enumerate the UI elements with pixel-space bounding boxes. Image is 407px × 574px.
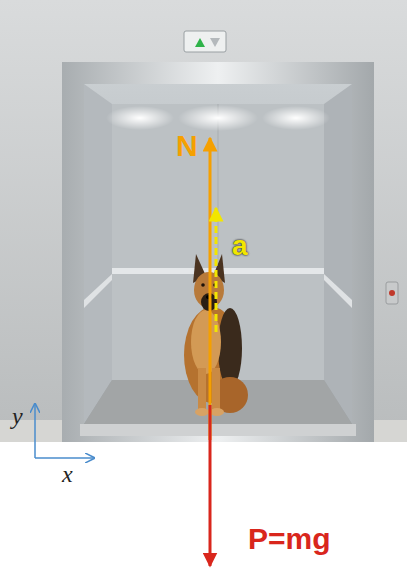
threshold (80, 424, 356, 436)
axes (35, 404, 94, 458)
indicator-panel (184, 31, 226, 52)
dog-saddle (218, 308, 242, 388)
x-axis (35, 457, 94, 459)
handrail (84, 274, 112, 308)
cab-right-wall (324, 84, 352, 424)
ceiling-light (262, 106, 330, 130)
axis-label: x (62, 462, 73, 486)
force-label: a (232, 232, 248, 260)
cab-left-wall (84, 84, 112, 424)
button-plate (386, 282, 398, 304)
force-label: P=mg (248, 524, 331, 554)
force-label: N (176, 131, 198, 161)
normal-force-arrow (209, 138, 212, 440)
acceleration-arrow (215, 208, 218, 332)
ceiling-light (106, 106, 174, 130)
dog-eye (201, 283, 205, 287)
dog-paw (195, 408, 209, 416)
door-frame (62, 62, 374, 442)
force-vectors (210, 138, 216, 566)
dog-leg (212, 368, 220, 410)
call-button (386, 282, 398, 304)
ceiling-light (178, 105, 258, 131)
elevator (62, 62, 374, 442)
cab-opening (84, 84, 352, 424)
axis-label: y (12, 404, 23, 428)
y-axis (34, 404, 36, 458)
down-arrow (210, 38, 220, 47)
up-arrow (195, 38, 205, 47)
dog-paw (210, 408, 224, 416)
dog (184, 254, 248, 416)
handrail (324, 274, 352, 308)
floor-indicator (184, 31, 226, 52)
dog-leg (198, 368, 206, 410)
button-light (389, 290, 395, 296)
weight-arrow (209, 405, 212, 566)
cab-back-wall (112, 104, 324, 380)
